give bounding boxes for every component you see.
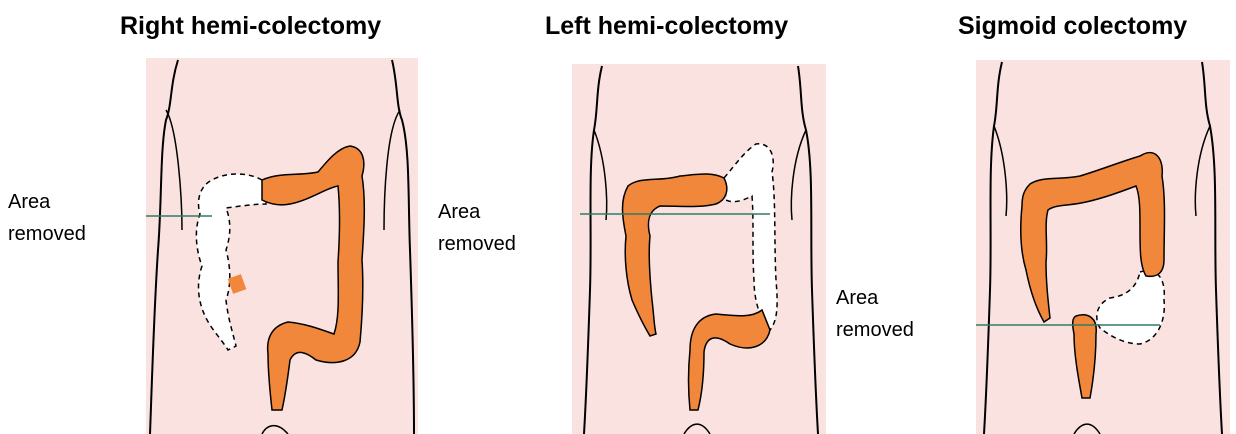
panel-sigmoid-colectomy: [976, 60, 1230, 434]
panel-left-hemi-colectomy: [572, 64, 826, 434]
abdomen-background: [976, 60, 1230, 434]
area-removed-label-sigmoid: Area removed: [836, 282, 914, 346]
area-removed-label-left-hemi: Area removed: [438, 196, 516, 260]
label-text: Area removed: [836, 287, 914, 341]
label-text: Area removed: [8, 191, 86, 245]
area-removed-label-right-hemi: Area removed: [8, 186, 86, 250]
panel-right-hemi-colectomy: [146, 58, 418, 434]
label-text: Area removed: [438, 201, 516, 255]
